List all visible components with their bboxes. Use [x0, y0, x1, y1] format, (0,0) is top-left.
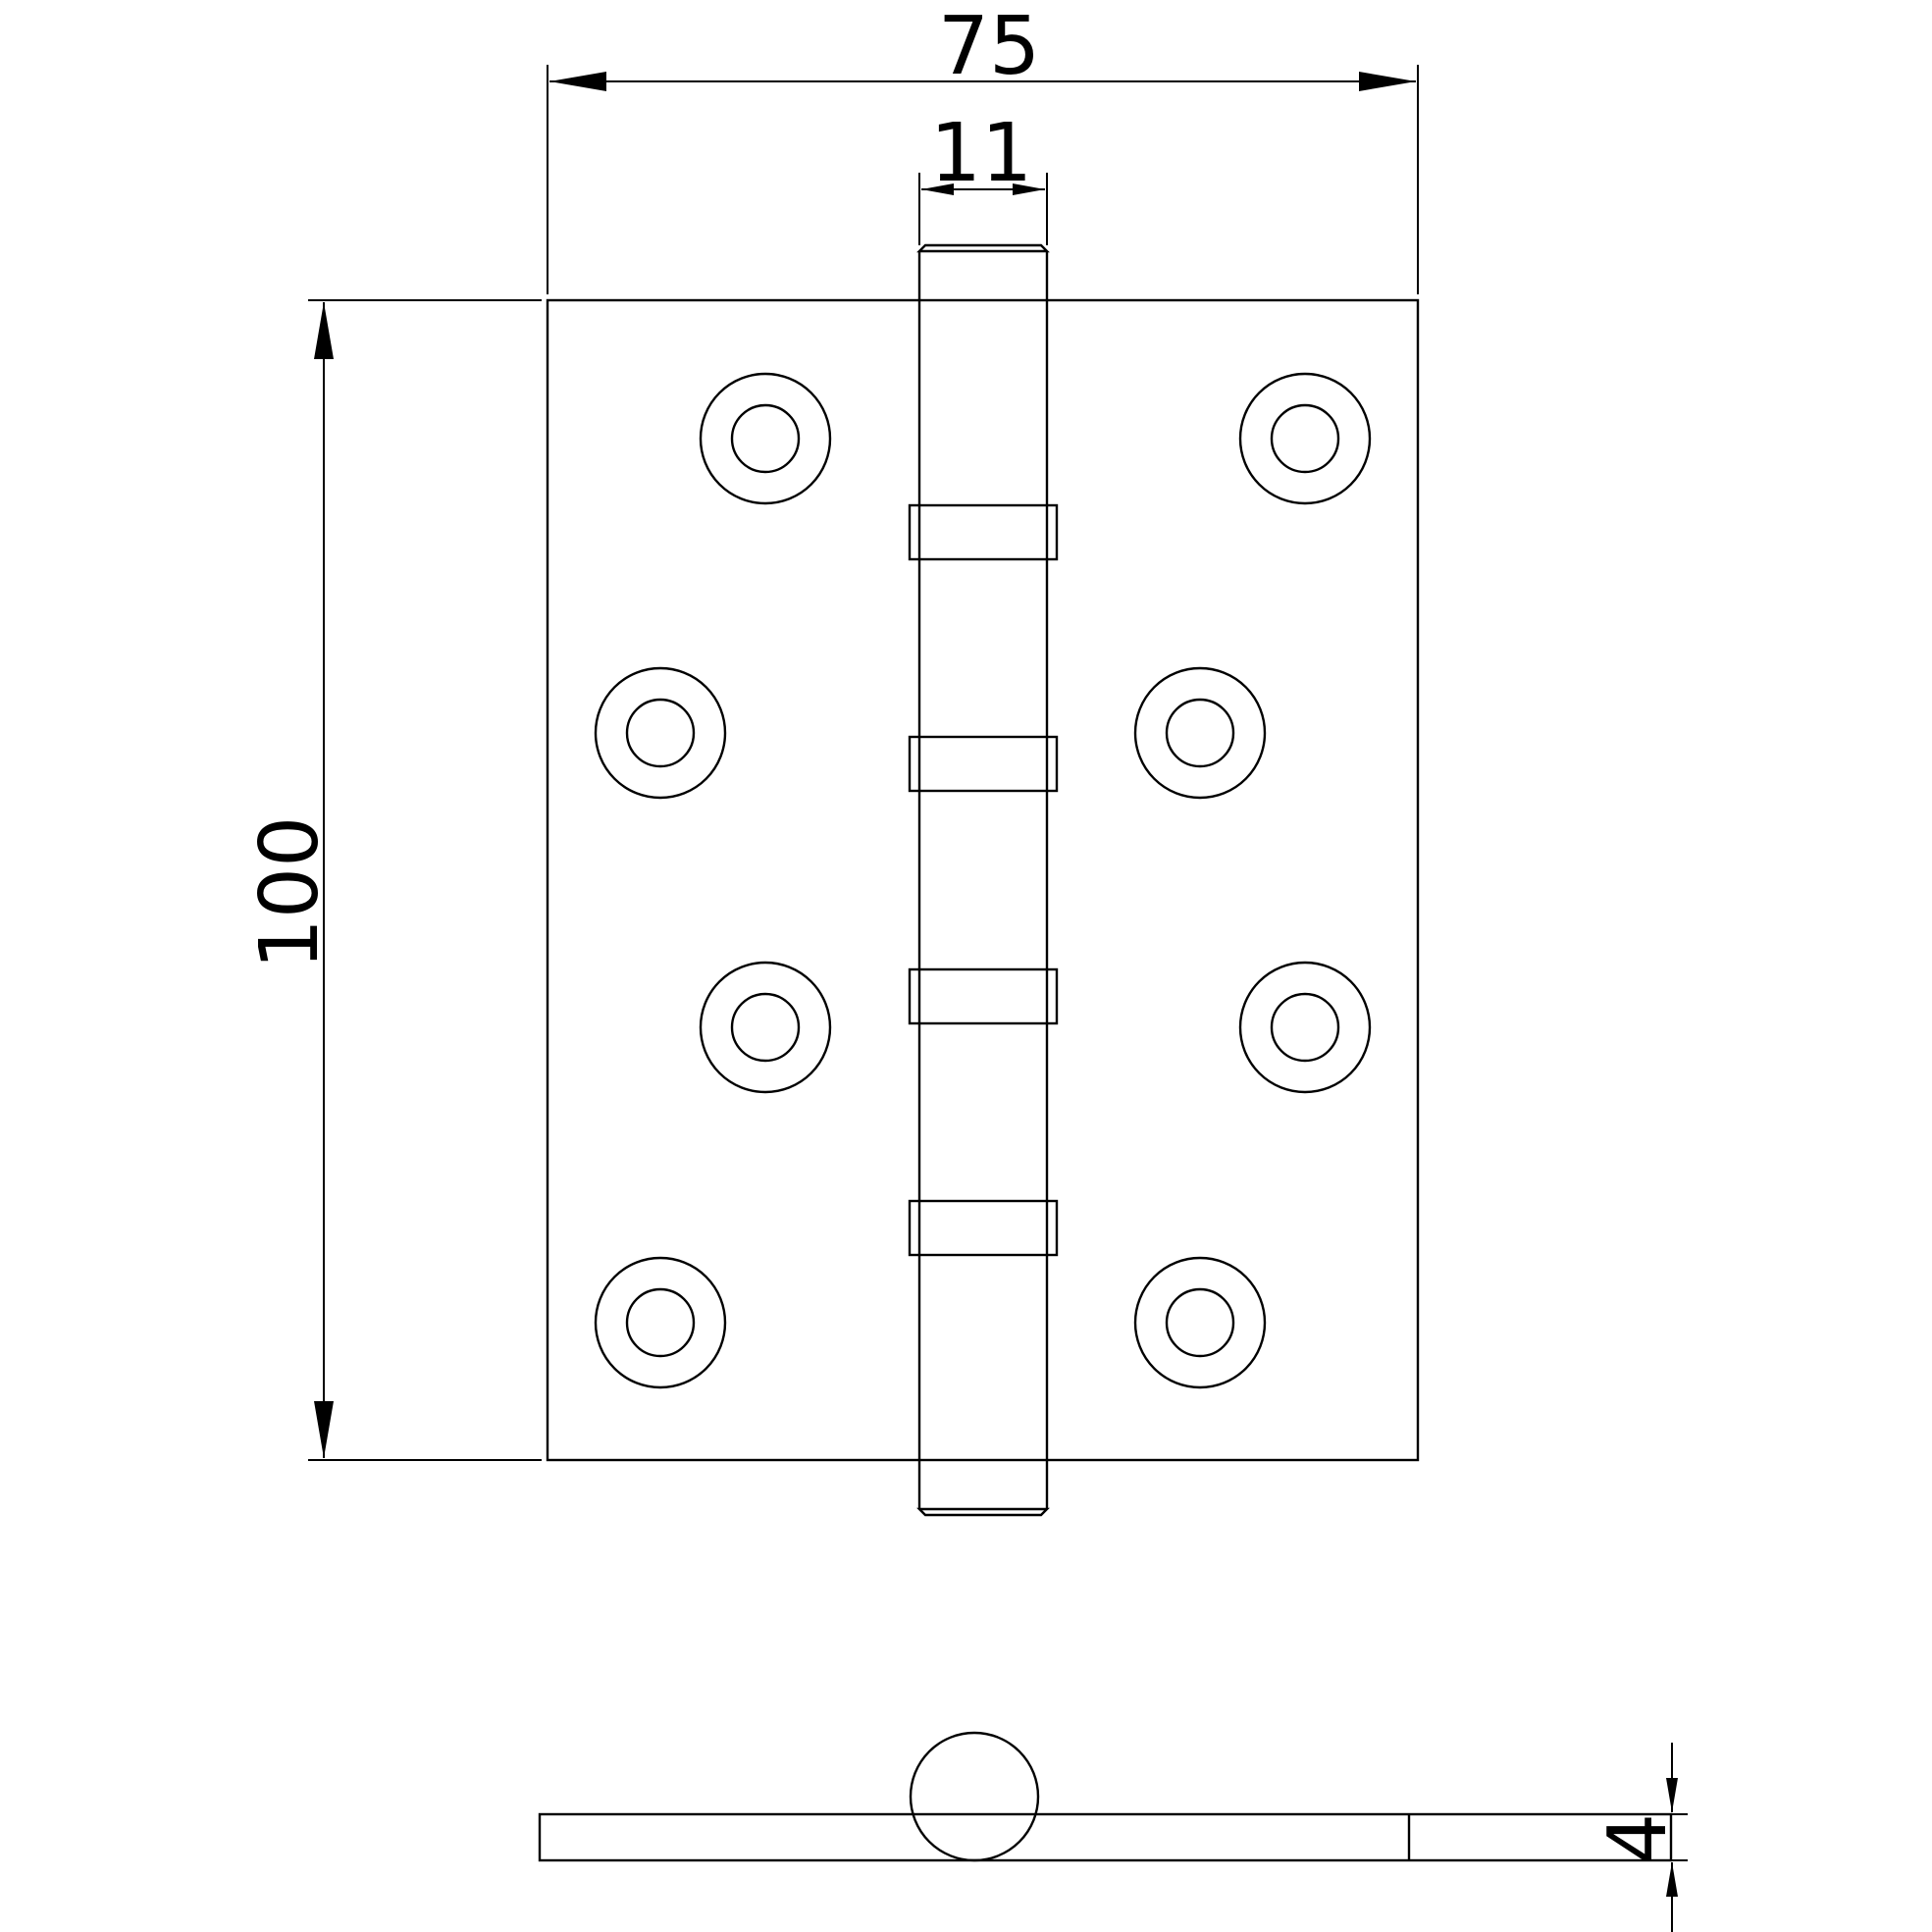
height-arrow-bottom [314, 1401, 334, 1458]
bearing-ring-1 [908, 503, 1059, 561]
bearing-ring-2 [908, 735, 1059, 793]
screw-hole-right-1 [1238, 372, 1372, 505]
pin-bottom-cap [916, 1507, 1050, 1517]
bearing-ring-3 [908, 967, 1059, 1025]
screw-hole-left-2 [594, 666, 727, 800]
screw-hole-left-4 [594, 1256, 727, 1389]
knuckle-arrow-left [921, 183, 954, 195]
screw-hole-right-4 [1133, 1256, 1267, 1389]
height-dimension: 100 [243, 299, 542, 1461]
screw-hole-right-2 [1133, 666, 1267, 800]
hinge-knuckle [908, 243, 1059, 1517]
side-pin-circle [909, 1731, 1040, 1862]
width-dimension: 75 [547, 0, 1419, 294]
side-view [538, 1731, 1673, 1862]
height-dimension-label: 100 [243, 816, 337, 970]
width-arrow-right [1359, 72, 1416, 91]
width-arrow-left [549, 72, 606, 91]
knuckle-arrow-right [1013, 183, 1045, 195]
screw-hole-right-3 [1238, 961, 1372, 1094]
screw-hole-left-3 [699, 961, 832, 1094]
thickness-arrow-bottom [1666, 1862, 1678, 1897]
side-leaf-outline [538, 1812, 1673, 1862]
knuckle-width-dimension: 11 [918, 107, 1048, 245]
width-dimension-label: 75 [938, 0, 1040, 93]
screw-hole-left-1 [699, 372, 832, 505]
thickness-dimension-label: 4 [1592, 1813, 1685, 1864]
front-view [546, 243, 1420, 1517]
bearing-ring-4 [908, 1199, 1059, 1257]
thickness-arrow-top [1666, 1778, 1678, 1812]
height-arrow-top [314, 302, 334, 359]
pin-top-cap [916, 243, 1050, 253]
hinge-leaf-outline [546, 298, 1420, 1462]
thickness-dimension: 4 [1592, 1743, 1688, 1932]
knuckle-width-label: 11 [930, 107, 1032, 200]
